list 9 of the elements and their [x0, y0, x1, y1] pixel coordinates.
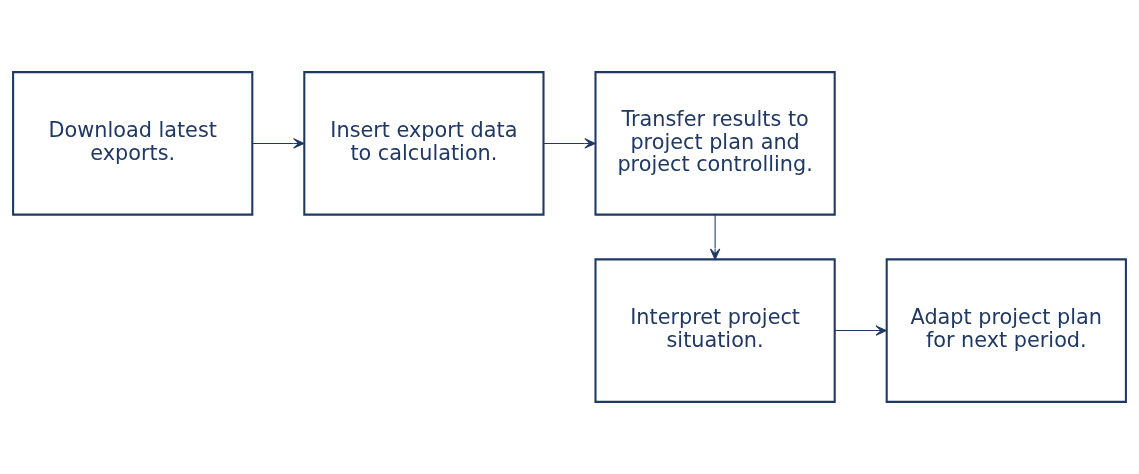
node-box: Interpret project situation.: [594, 258, 836, 403]
arrow: [709, 214, 721, 260]
arrow: [834, 325, 887, 336]
arrow: [251, 138, 305, 149]
node-box: Insert export data to calculation.: [303, 71, 545, 216]
node-box: Download latest exports.: [12, 71, 254, 216]
node-box: Transfer results to project plan and project controlling.: [594, 71, 836, 216]
node-box: Adapt project plan for next period.: [885, 258, 1127, 403]
arrow: [543, 138, 596, 149]
